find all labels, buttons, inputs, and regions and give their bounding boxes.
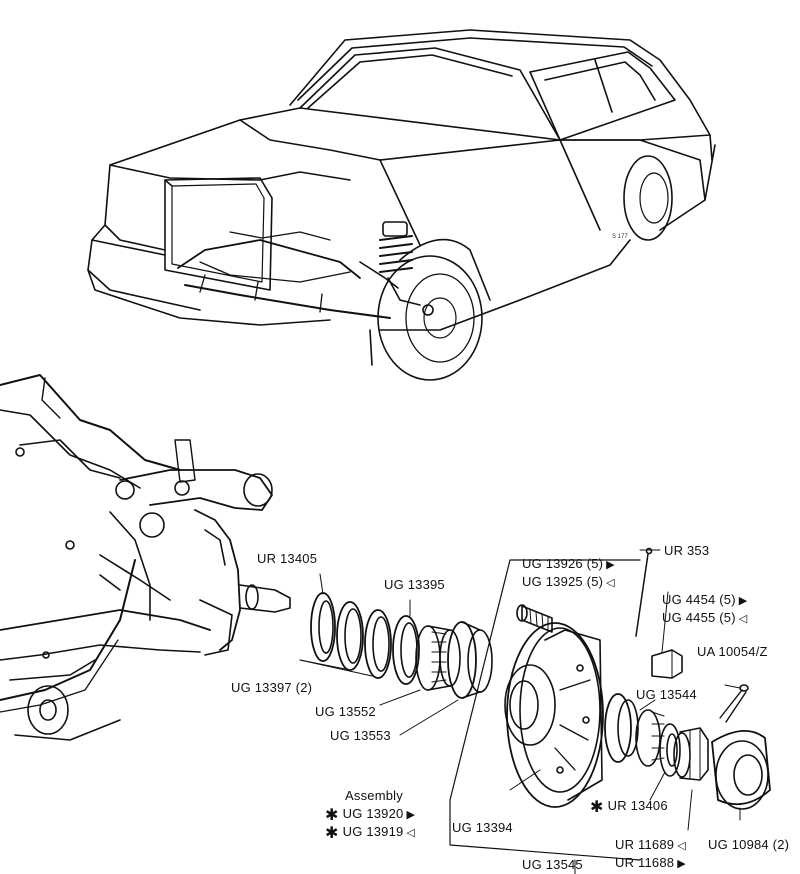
filled-triangle-marker: ▶ (738, 595, 748, 607)
filled-triangle-marker: ▶ (677, 858, 686, 870)
hollow-triangle-marker: ◁ (606, 577, 615, 589)
filled-triangle-marker: ▶ (606, 559, 615, 571)
exploded-parts (310, 547, 771, 861)
label-ug-13925: UG 13925 (5)◁ (522, 574, 615, 589)
label-ur-13406: ✱UR 13406 (590, 798, 668, 816)
label-ur-353: UR 353 (664, 543, 710, 558)
leader-lines (299, 549, 741, 874)
label-ug-13395: UG 13395 (384, 577, 445, 592)
label-assembly: Assembly (345, 788, 403, 803)
label-ug-13545: UG 13545 (522, 857, 583, 872)
label-ug-13920: ✱UG 13920▶ (325, 806, 416, 824)
label-ug-13552: UG 13552 (315, 704, 376, 719)
label-ug-13919: ✱UG 13919◁ (325, 824, 416, 842)
label-ug-4455: UG 4455 (5)◁ (662, 610, 748, 625)
label-ug-13926: UG 13926 (5)▶ (522, 556, 615, 571)
label-ur-11689: UR 11689◁ (615, 837, 686, 852)
hollow-triangle-marker: ◁ (738, 613, 748, 625)
label-ug-4454: UG 4454 (5)▶ (662, 592, 748, 607)
suspension-assembly-illustration (0, 374, 291, 741)
label-ua-10054: UA 10054/Z (697, 644, 768, 659)
label-ug-13553: UG 13553 (330, 728, 391, 743)
filled-triangle-marker: ▶ (406, 809, 416, 821)
hollow-triangle-marker: ◁ (406, 827, 416, 839)
label-ug-13394: UG 13394 (452, 820, 513, 835)
drawing-ref-number: S 177 (612, 234, 628, 240)
label-ug-10984: UG 10984 (2) (708, 837, 790, 852)
label-ur-11688: UR 11688▶ (615, 855, 686, 870)
asterisk-marker: ✱ (325, 825, 339, 842)
asterisk-marker: ✱ (325, 807, 339, 824)
label-ug-13397: UG 13397 (2) (231, 680, 313, 695)
label-ug-13544: UG 13544 (636, 687, 697, 702)
label-ur-13405: UR 13405 (257, 551, 318, 566)
hollow-triangle-marker: ◁ (677, 840, 686, 852)
asterisk-marker: ✱ (590, 799, 604, 816)
car-illustration: S 177 (87, 29, 716, 381)
